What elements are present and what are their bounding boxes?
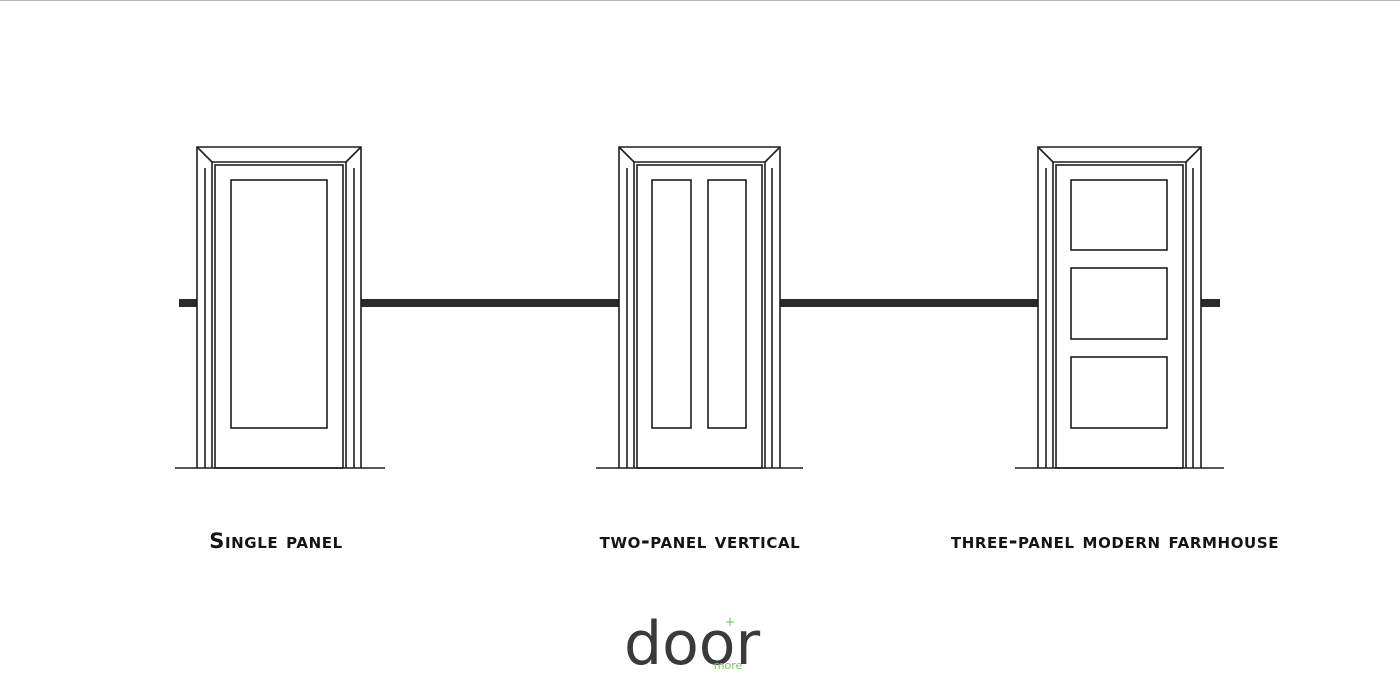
door-casing xyxy=(196,146,362,468)
door-panel-bottom xyxy=(1070,356,1168,429)
door-panel-middle xyxy=(1070,267,1168,340)
door-single-panel xyxy=(175,146,385,469)
door-casing xyxy=(618,146,781,468)
door-panel-left xyxy=(651,179,692,429)
door-two-panel-vertical xyxy=(596,146,803,469)
caption-three-panel-farmhouse: three-panel modern farmhouse xyxy=(950,529,1280,553)
door-three-panel-farmhouse xyxy=(1015,146,1224,469)
door-slab xyxy=(214,164,344,469)
door-panel-top xyxy=(1070,179,1168,251)
door-casing xyxy=(1037,146,1202,468)
chair-rail xyxy=(179,299,1220,307)
top-divider xyxy=(0,0,1400,1)
door-casing-inner xyxy=(211,161,347,468)
door-casing-inner xyxy=(1052,161,1187,468)
logo-subword: more xyxy=(714,659,743,672)
door-casing-inner xyxy=(633,161,766,468)
door-slab xyxy=(636,164,763,469)
caption-single-panel: Single panel xyxy=(209,529,343,553)
logo-plus-sign: + xyxy=(725,615,736,630)
door-panel-right xyxy=(707,179,747,429)
logo-wordmark: door xyxy=(624,609,761,672)
caption-two-panel-vertical: two-panel vertical xyxy=(599,529,801,553)
brand-logo: door + more xyxy=(624,609,761,672)
door-slab xyxy=(1055,164,1184,469)
door-panel xyxy=(230,179,328,429)
